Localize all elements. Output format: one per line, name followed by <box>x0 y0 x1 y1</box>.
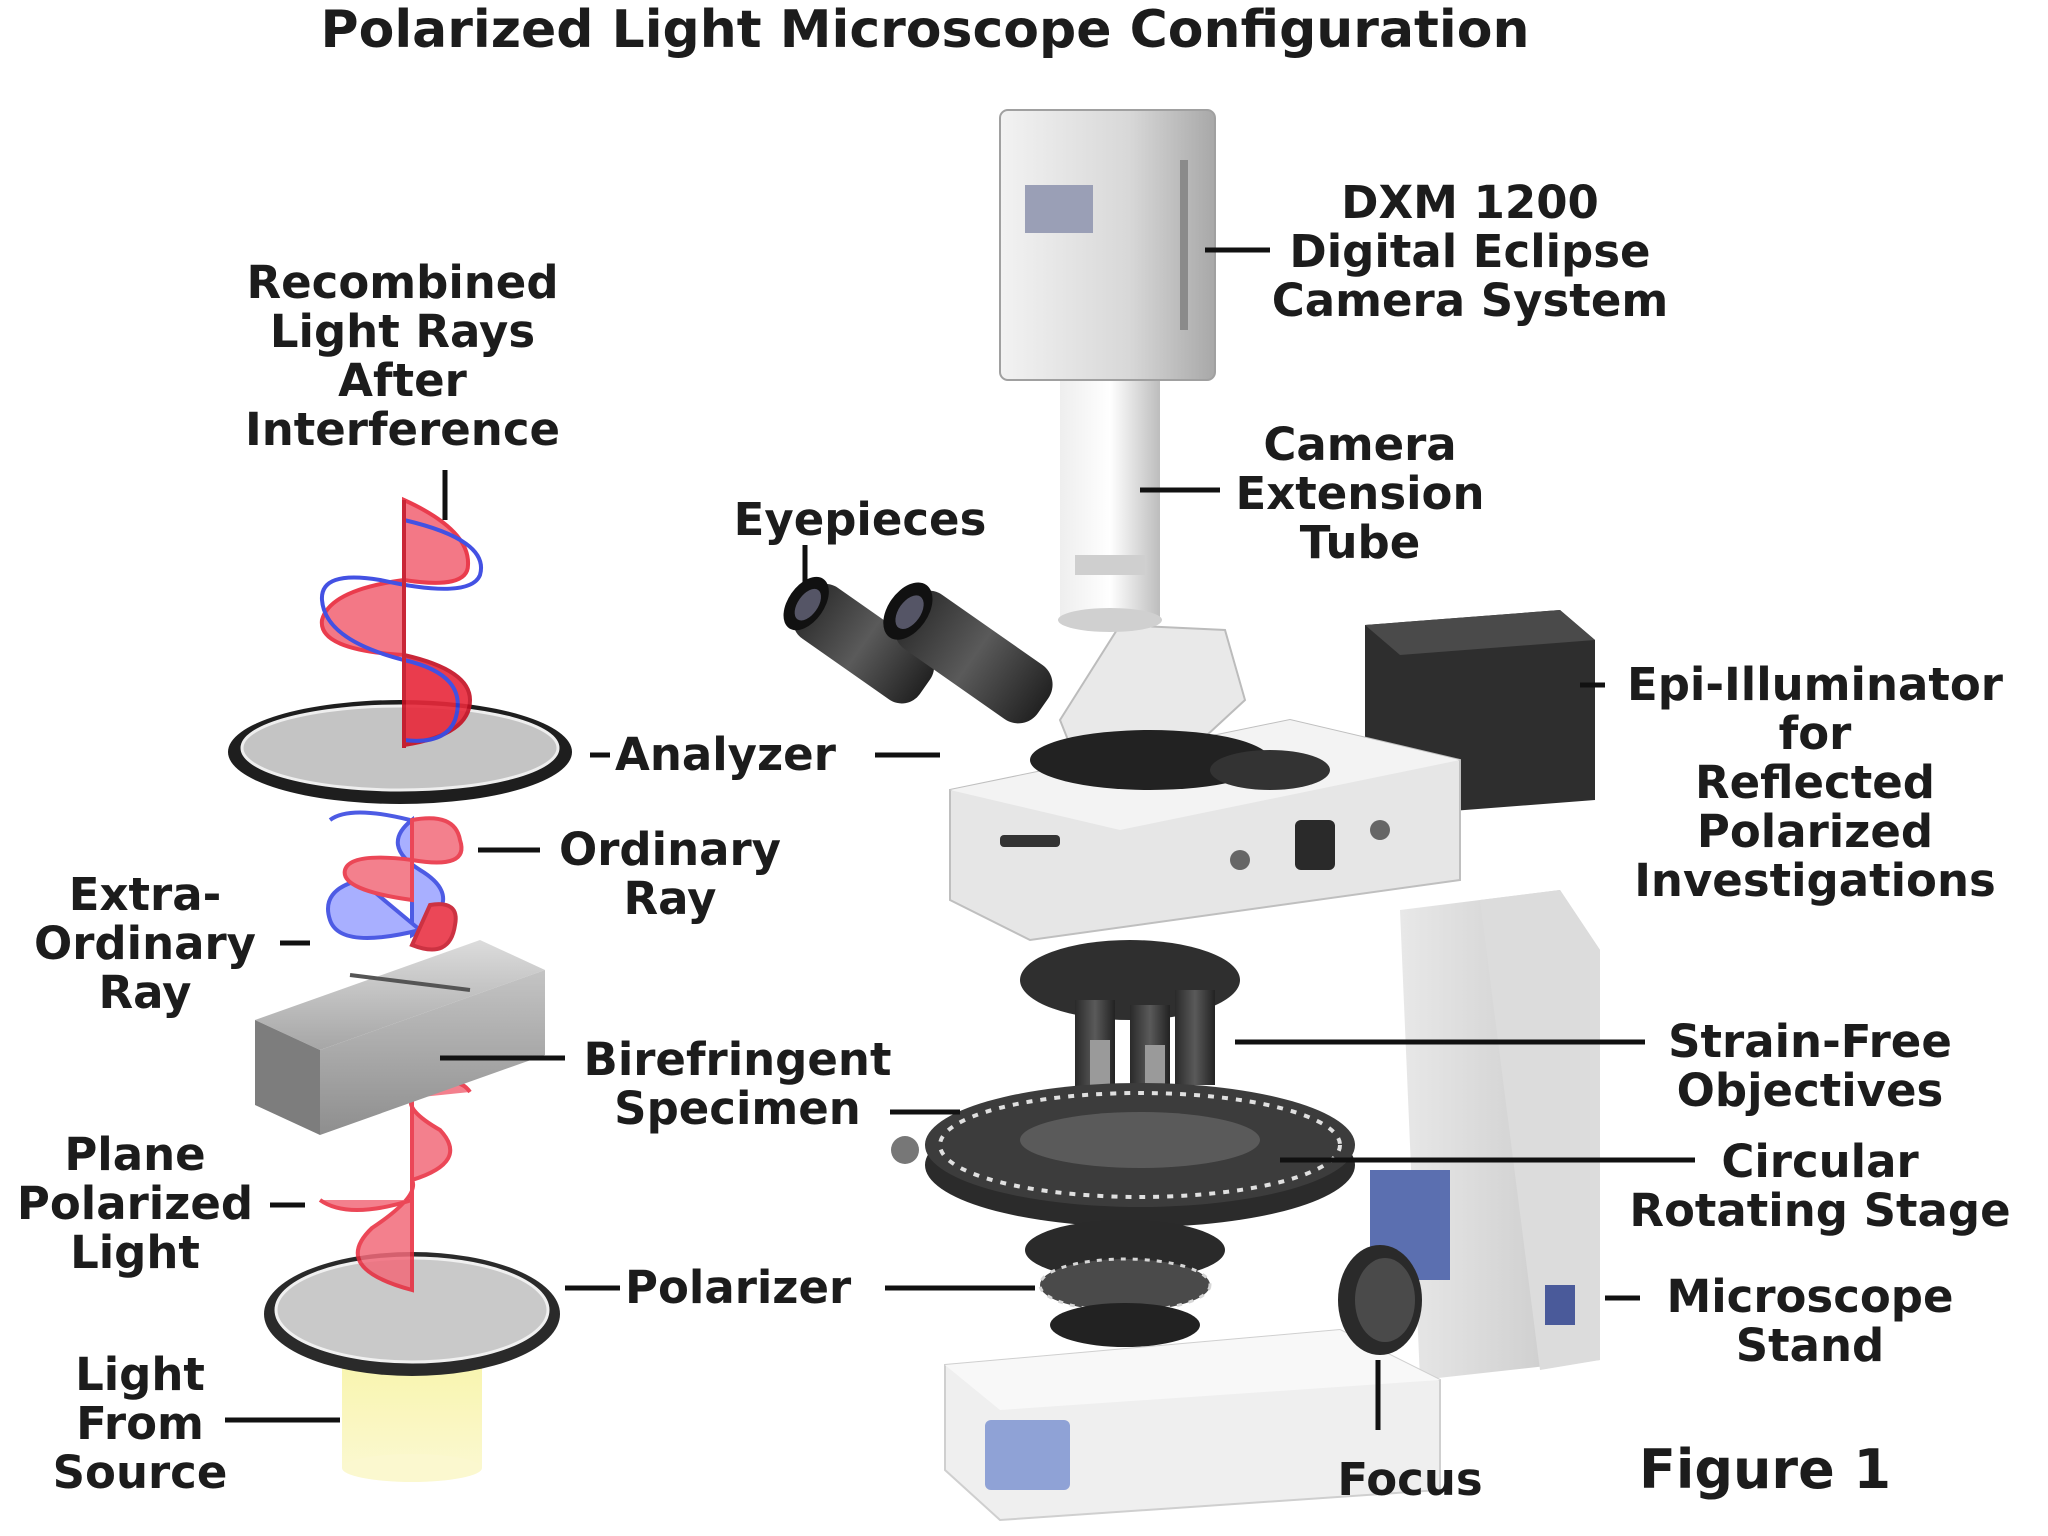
label-plane-polarized-light: Plane Polarized Light <box>16 1128 254 1279</box>
label-camera-extension-tube: Camera Extension Tube <box>1235 418 1485 569</box>
right-leader-lines <box>802 247 1695 1430</box>
microscope-stand <box>1370 890 1600 1380</box>
eyepieces <box>783 576 1053 724</box>
label-circular-rotating-stage: Circular Rotating Stage <box>1629 1135 2011 1237</box>
label-light-from-source: Light From Source <box>52 1348 228 1499</box>
left-leader-lines <box>225 470 620 1423</box>
diagram-title: Polarized Light Microscope Configuration <box>320 0 1530 60</box>
microscope-base <box>944 1328 1441 1522</box>
polarizer-filter <box>264 1252 560 1376</box>
focus-knob <box>1338 1245 1422 1355</box>
label-analyzer: Analyzer <box>615 728 836 781</box>
recombined-wave <box>319 496 484 748</box>
split-rays <box>326 810 464 952</box>
label-camera-system: DXM 1200 Digital Eclipse Camera System <box>1271 176 1669 327</box>
figure-label: Figure 1 <box>1638 1438 1892 1501</box>
label-polarizer: Polarizer <box>625 1261 852 1314</box>
substage-polarizer <box>1025 1220 1225 1347</box>
label-epi-illuminator: Epi-Illuminator for Reflected Polarized … <box>1626 658 2004 907</box>
circular-rotating-stage <box>891 1083 1355 1227</box>
label-recombined-light-rays: Recombined Light Rays After Interference <box>244 256 561 456</box>
digital-camera-body <box>999 109 1216 381</box>
analyzer-filter <box>228 700 572 804</box>
label-focus: Focus <box>1337 1453 1483 1506</box>
label-extraordinary-ray: Extra- Ordinary Ray <box>33 868 256 1019</box>
label-strain-free-objectives: Strain-Free Objectives <box>1668 1015 1952 1117</box>
trinocular-head <box>1030 623 1330 790</box>
birefringent-specimen-block <box>255 940 545 1135</box>
label-birefringent-specimen: Birefringent Specimen <box>583 1033 892 1135</box>
label-eyepieces: Eyepieces <box>733 493 987 546</box>
label-microscope-stand: Microscope Stand <box>1666 1270 1954 1372</box>
camera-extension-tube <box>1058 380 1162 632</box>
label-ordinary-ray: Ordinary Ray <box>558 823 781 925</box>
